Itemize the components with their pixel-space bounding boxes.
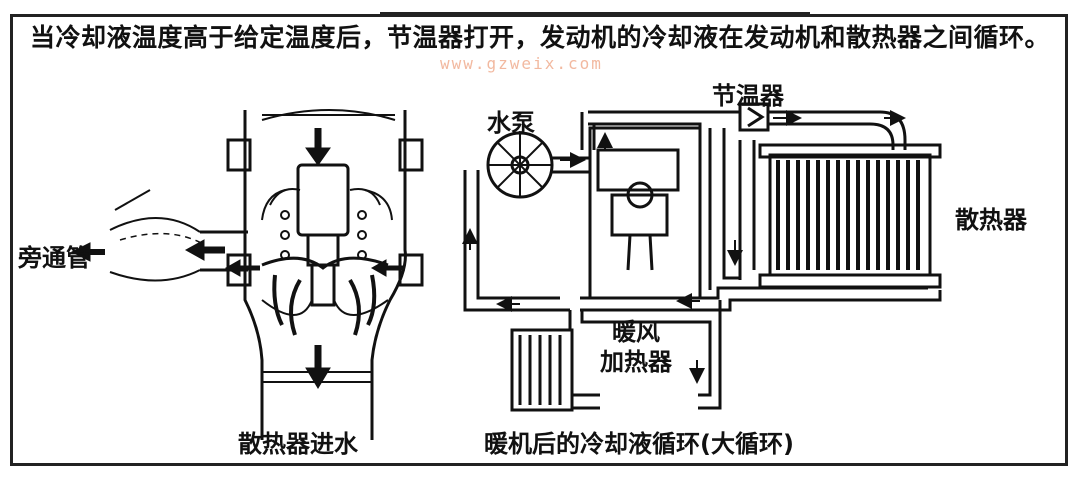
piston (610, 193, 669, 237)
heater-label-line2: 加热器 (600, 348, 672, 376)
return-line-bottom (580, 290, 942, 312)
radiator-label: 散热器 (955, 206, 1027, 234)
thermostat-body (296, 163, 350, 237)
circuit (463, 102, 942, 410)
flange-left-top (226, 138, 252, 172)
return-line-left (463, 170, 570, 312)
circuit-title: 暖机后的冷却液循环(大循环) (484, 430, 794, 458)
flow-arrows-left (70, 128, 405, 389)
header-strip (380, 0, 810, 14)
housing-right-wall (370, 110, 407, 440)
heater-core (510, 328, 600, 412)
bypass-pipe-label: 旁通管 (18, 244, 90, 272)
thermostat-section (109, 109, 424, 440)
flow-arrows-circuit (462, 110, 906, 384)
heater-label-line1: 暖风 (612, 318, 660, 346)
thermostat-valve-icon (738, 102, 770, 132)
thermostat-label: 节温器 (712, 82, 784, 110)
radiator-fins (776, 160, 920, 270)
engine-block (588, 126, 702, 300)
flange-right-top (398, 138, 424, 172)
description-text: 当冷却液温度高于给定温度后，节温器打开，发动机的冷却液在发动机和散热器之间循环。 (30, 23, 1051, 52)
radiator-inlet-label: 散热器进水 (238, 430, 358, 458)
watermark: www.gzweix.com (440, 54, 603, 73)
flow-curves-left (272, 274, 377, 336)
housing-left-wall (243, 110, 264, 440)
piston-pin-icon (626, 181, 654, 209)
diagram-frame (10, 14, 1068, 466)
water-pump-label: 水泵 (487, 109, 535, 137)
